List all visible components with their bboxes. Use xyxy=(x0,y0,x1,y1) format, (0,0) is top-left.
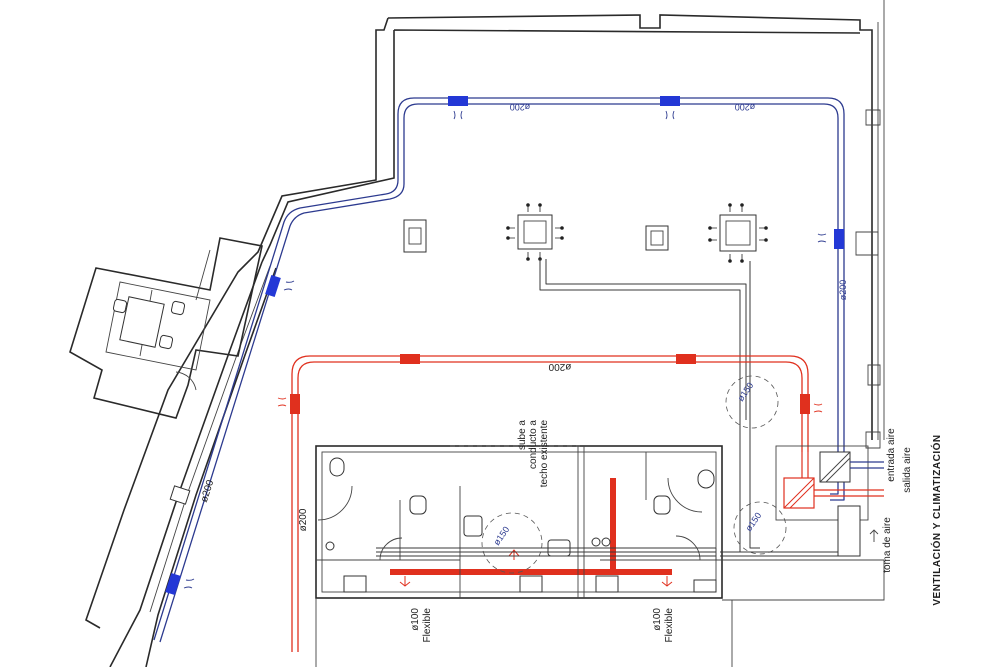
supply-diffuser-4 xyxy=(265,274,281,298)
service-partitions xyxy=(316,446,722,598)
toilet-3 xyxy=(409,495,427,515)
ahu-small-box xyxy=(837,505,861,557)
grey-pipes xyxy=(376,547,860,560)
label-salida-aire: salida aire xyxy=(902,447,913,493)
small-column xyxy=(169,485,191,505)
office-room xyxy=(69,237,263,419)
counter-2 xyxy=(519,575,543,593)
ahu-red-connections xyxy=(801,452,884,497)
supply-diffuser-3 xyxy=(834,229,844,249)
west-wall-inner xyxy=(145,267,277,667)
return-duct-inner xyxy=(297,361,803,652)
right-facade-notches xyxy=(855,109,881,449)
ahu-room xyxy=(775,445,869,521)
column-ducts xyxy=(539,259,830,553)
label-return-diam-top: ø200 xyxy=(548,361,571,372)
column-2-arrows xyxy=(506,203,564,261)
ahu-blue-connections xyxy=(850,461,884,469)
column-1 xyxy=(403,219,427,253)
ahu-hx-1-diag xyxy=(819,451,851,483)
diffuser-circle-3 xyxy=(733,501,787,555)
drain-1 xyxy=(325,541,335,551)
counter-3 xyxy=(595,575,619,593)
column-2-inner xyxy=(523,220,547,244)
supply-diffuser-2 xyxy=(660,96,680,106)
supply-diffuser-5 xyxy=(165,572,181,596)
toilet-1 xyxy=(329,457,345,477)
building-walls xyxy=(69,0,885,667)
drain-3 xyxy=(601,537,611,547)
supply-duct-inner xyxy=(159,103,839,643)
column-3 xyxy=(645,225,669,251)
office-door-arc xyxy=(175,371,197,391)
label-flexible-left: Flexible xyxy=(422,608,433,643)
inner-wall xyxy=(261,29,861,263)
label-diam-150-3: ø150 xyxy=(743,511,763,534)
office-desk xyxy=(119,296,165,348)
office-chair-2 xyxy=(170,300,186,316)
label-diam-150-2: ø150 xyxy=(735,381,755,404)
label-flexible-right: Flexible xyxy=(664,608,675,643)
return-branch xyxy=(390,478,672,575)
door-arcs xyxy=(317,477,703,561)
label-diam-150-1: ø150 xyxy=(491,525,511,548)
supply-duct-blue: ø200 ø200 ø200 ø200 xyxy=(153,96,848,643)
diffuser-circle-2 xyxy=(725,375,779,429)
drawing-title: VENTILACIÓN Y CLIMATIZACIÓN xyxy=(930,434,943,605)
toma-arrow xyxy=(869,529,879,542)
toilet-4 xyxy=(653,495,671,515)
return-duct-red: ø200 ø200 xyxy=(277,354,823,652)
column-4-arrows xyxy=(708,203,768,263)
label-entrada-aire: entrada aire xyxy=(886,428,897,482)
toilet-2 xyxy=(697,469,715,489)
column-2 xyxy=(517,214,553,250)
air-handling-unit: entrada aire salida aire toma de aire xyxy=(775,428,913,573)
return-grille-4 xyxy=(800,394,810,414)
column-4 xyxy=(719,214,757,252)
drain-2 xyxy=(591,537,601,547)
return-grille-3 xyxy=(290,394,300,414)
west-wall-line xyxy=(149,265,271,613)
label-sube-1: sube a xyxy=(517,420,528,450)
return-duct-outer xyxy=(291,355,809,652)
return-grille-1 xyxy=(400,354,420,364)
office-chair-1 xyxy=(112,298,128,314)
counter-1 xyxy=(343,575,367,593)
bottom-right-rooms xyxy=(315,559,885,667)
label-toma-de-aire: toma de aire xyxy=(882,517,893,573)
sink-1 xyxy=(463,515,483,537)
supply-duct-outer xyxy=(153,97,845,641)
service-block-inner xyxy=(321,451,717,593)
office-chair-3 xyxy=(158,334,174,350)
outer-wall xyxy=(85,14,873,629)
right-facade xyxy=(877,0,885,440)
column-3-inner xyxy=(650,230,664,246)
column-4-inner xyxy=(725,220,751,246)
ahu-hx-2-diag xyxy=(783,477,815,509)
label-supply-diam-west: ø200 xyxy=(199,478,217,503)
return-airflow-marks xyxy=(277,397,823,413)
return-grille-2 xyxy=(676,354,696,364)
columns xyxy=(403,203,768,263)
diffuser-circle-1 xyxy=(481,512,543,574)
label-diam-100-right: ø100 xyxy=(652,608,663,631)
label-sube-3: techo existente xyxy=(539,420,550,488)
column-1-inner xyxy=(408,227,422,245)
service-block-outline xyxy=(315,445,723,599)
column-duct-inner xyxy=(545,259,747,420)
label-supply-diam-top-2: ø200 xyxy=(735,102,756,112)
label-diam-100-left: ø100 xyxy=(410,608,421,631)
supply-airflow-marks xyxy=(183,110,827,589)
service-block: ø150 ø150 ø150 sube a conducto a techo e… xyxy=(315,375,860,643)
counter-4 xyxy=(693,579,717,593)
label-return-diam-left: ø200 xyxy=(298,508,309,531)
label-supply-diam-top-1: ø200 xyxy=(510,102,531,112)
supply-diffuser-1 xyxy=(448,96,468,106)
return-branch-nodes xyxy=(397,569,665,575)
label-sube-2: conducto a xyxy=(528,420,539,469)
label-supply-diam-right: ø200 xyxy=(838,280,848,301)
